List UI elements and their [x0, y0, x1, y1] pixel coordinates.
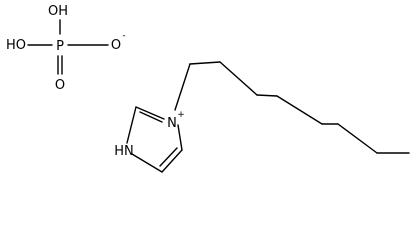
bond-n3-c2 — [135, 106, 165, 120]
bond-n-c1 — [174, 63, 191, 111]
bond-c5-c4-double — [159, 147, 178, 167]
oh-left-label: HO — [6, 38, 26, 53]
imidazolium-ring-bonds — [126, 106, 183, 173]
chemical-structure: OH HO P O O - N + HN — [6, 4, 410, 173]
nh-label: HN — [114, 144, 134, 159]
octyl-chain — [174, 61, 410, 154]
phosphate-bonds — [27, 19, 109, 75]
bond-c4-n3 — [177, 124, 183, 151]
bond-c6-c7 — [337, 123, 378, 154]
bond-c2-n3-double — [139, 111, 163, 123]
plus-charge: + — [177, 110, 185, 120]
bond-n1-c5 — [131, 153, 163, 173]
bond-c2-c3 — [219, 61, 258, 96]
minus-charge: - — [122, 31, 125, 41]
bond-c3-c4 — [256, 94, 278, 97]
oh-top-label: OH — [48, 4, 68, 19]
oxygen-double-label: O — [55, 78, 65, 93]
bond-c2-n1 — [126, 106, 137, 144]
n-plus-label: N — [167, 116, 177, 131]
bond-c4-c5 — [276, 95, 323, 125]
bond-c5-c4 — [161, 149, 183, 173]
oxygen-minus-label: O — [111, 38, 121, 53]
bond-c1-c2 — [189, 61, 221, 65]
phosphorus-label: P — [56, 39, 64, 54]
